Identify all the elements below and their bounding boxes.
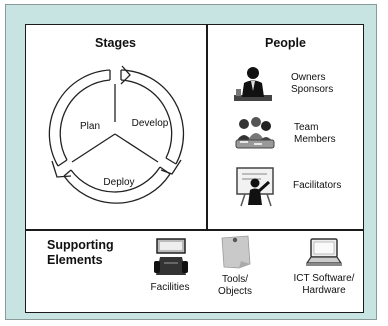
stages-cycle-diagram bbox=[48, 65, 185, 204]
horizontal-divider bbox=[25, 229, 364, 231]
laptop-icon bbox=[305, 238, 343, 266]
stage-develop-label: Develop bbox=[131, 118, 169, 129]
support-ict-label: ICT Software/ Hardware bbox=[293, 273, 355, 296]
people-owners-label: Owners Sponsors bbox=[291, 72, 334, 95]
presenter-whiteboard-icon bbox=[236, 167, 274, 207]
support-facilities-label: Facilities bbox=[150, 282, 190, 293]
sticky-note-icon bbox=[221, 235, 251, 269]
people-team-label: Team Members bbox=[294, 122, 336, 145]
stage-deploy-label: Deploy bbox=[103, 177, 135, 188]
supporting-elements-heading: Supporting Elements bbox=[47, 238, 114, 267]
stages-heading: Stages bbox=[95, 36, 136, 50]
team-meeting-icon bbox=[235, 117, 275, 149]
stage-plan-label: Plan bbox=[79, 121, 100, 132]
vertical-divider bbox=[206, 24, 208, 230]
people-heading: People bbox=[265, 36, 306, 50]
meeting-room-icon bbox=[154, 238, 188, 275]
support-tools-label: Tools/ Objects bbox=[218, 274, 252, 297]
business-person-icon bbox=[234, 67, 272, 101]
people-facilitators-label: Facilitators bbox=[293, 180, 342, 191]
